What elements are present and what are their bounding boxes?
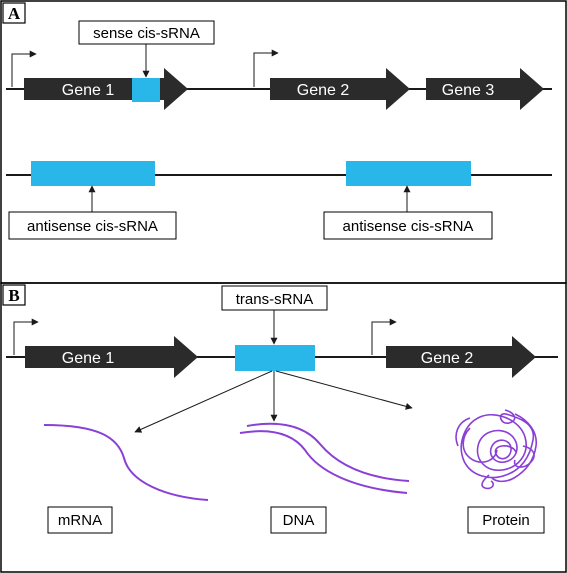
dna-label: DNA: [283, 512, 315, 529]
gene-2-arrow-b: [386, 336, 536, 378]
dna-strand-icon: [246, 422, 410, 482]
panel-b-label: B: [8, 286, 19, 305]
target-arrow-mrna: [134, 370, 273, 433]
protein-tangle-icon: [455, 409, 538, 490]
antisense-cis-srna-block-2: [346, 161, 471, 186]
antisense-cis-srna-block-1: [31, 161, 155, 186]
panel-a-label-box: [2, 2, 26, 24]
sense-label: sense cis-sRNA: [93, 25, 200, 42]
promoter-arrow-icon: [11, 50, 37, 87]
promoter-arrow-icon: [253, 49, 279, 87]
antisense-label-2: antisense cis-sRNA: [343, 218, 474, 235]
mrna-label-box: [47, 506, 113, 534]
gene-1-label-b: Gene 1: [62, 350, 115, 367]
gene-1-label: Gene 1: [62, 82, 115, 99]
trans-label-box: [221, 285, 328, 311]
panel-b-frame: [0, 282, 567, 573]
gene-2-label-b: Gene 2: [421, 350, 474, 367]
mrna-strand-icon: [43, 424, 209, 501]
dna-label-box: [270, 506, 327, 534]
gene-1-arrow-b: [25, 336, 198, 378]
target-arrow-protein: [275, 370, 413, 410]
promoter-arrow-icon: [13, 318, 39, 355]
antisense-label-box-2: [323, 211, 493, 240]
panel-a-label: A: [8, 4, 21, 23]
trans-srna-block: [235, 345, 315, 371]
protein-label-box: [467, 506, 545, 534]
sense-label-box: [78, 20, 215, 45]
gene-3-label: Gene 3: [442, 82, 495, 99]
antisense-label-1: antisense cis-sRNA: [27, 218, 158, 235]
protein-label: Protein: [482, 512, 530, 529]
gene-2-arrow: [270, 68, 410, 110]
gene-3-arrow: [426, 68, 544, 110]
trans-label: trans-sRNA: [236, 291, 314, 308]
antisense-label-box-1: [8, 211, 177, 240]
panel-b-label-box: [2, 284, 26, 306]
promoter-arrow-icon: [371, 318, 397, 355]
mrna-label: mRNA: [58, 512, 102, 529]
gene-2-label: Gene 2: [297, 82, 350, 99]
dna-strand-icon: [239, 430, 408, 494]
sense-cis-srna-block: [132, 78, 160, 102]
